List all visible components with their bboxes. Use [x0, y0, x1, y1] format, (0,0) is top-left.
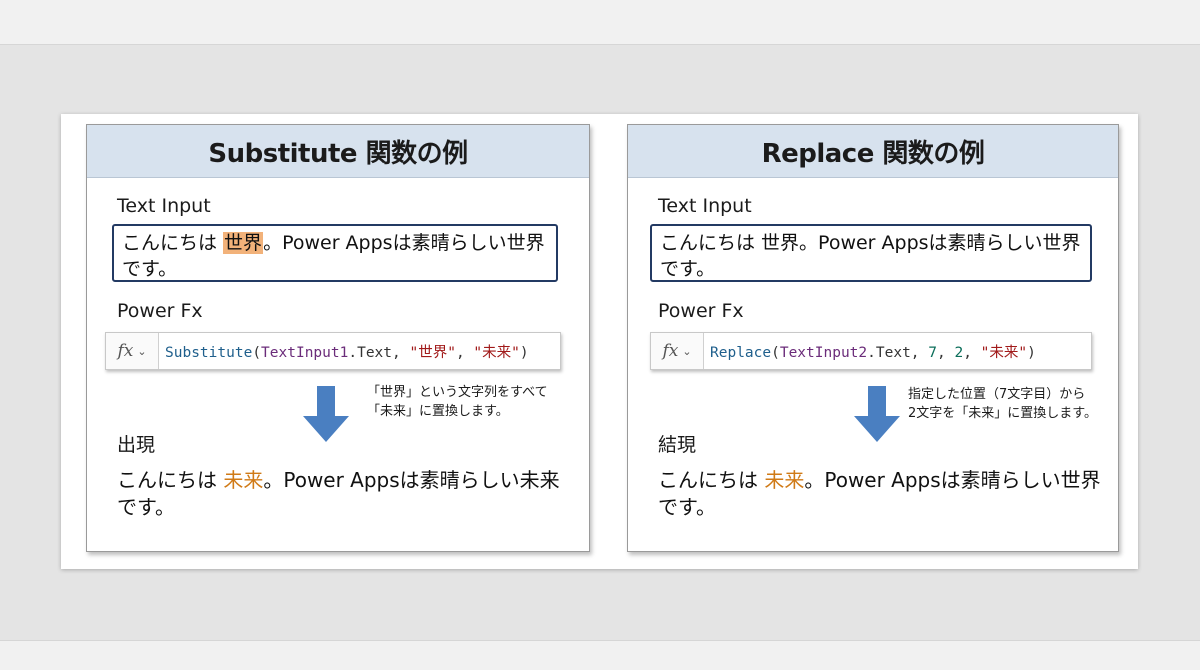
input-text-after: 。Power Appsは素晴らしい世界	[263, 232, 545, 254]
code-separator: ,	[455, 344, 474, 361]
result-text-before: こんにちは	[117, 468, 224, 492]
code-function: Substitute	[165, 344, 253, 361]
substitute-note: 「世界」という文字列をすべて 「未来」に置換します。	[367, 383, 548, 421]
arrow-down-icon	[303, 386, 349, 442]
code-identifier: TextInput1	[261, 344, 349, 361]
panel-title: Replace 関数の例	[628, 125, 1118, 178]
input-highlight-text: 世界	[223, 232, 264, 254]
bottom-band	[0, 640, 1200, 670]
note-line-2: 「未来」に置換します。	[367, 404, 509, 419]
input-text-line2: です。	[660, 258, 716, 280]
formula-input[interactable]: Replace(TextInput2.Text, 7, 2, "未来")	[704, 341, 1036, 362]
result-text-after: 。Power Appsは素晴らしい未来	[263, 468, 560, 492]
formula-input[interactable]: Substitute(TextInput1.Text, "世界", "未来")	[159, 341, 529, 362]
code-paren-close: )	[519, 344, 529, 361]
code-property: .Text,	[867, 344, 929, 361]
result-label: 出現	[117, 434, 156, 456]
input-text-before: こんにちは	[122, 232, 224, 254]
code-function: Replace	[710, 344, 772, 361]
result-label: 結現	[658, 434, 697, 456]
power-fx-label: Power Fx	[117, 300, 203, 322]
input-text-line2: です。	[122, 258, 178, 280]
code-paren-open: (	[771, 344, 780, 361]
slide-canvas: Substitute 関数の例 Text Input こんにちは 世界。Powe…	[61, 114, 1138, 569]
code-paren-close: )	[1027, 344, 1036, 361]
power-fx-label: Power Fx	[658, 300, 744, 322]
formula-bar: fx ⌄ Substitute(TextInput1.Text, "世界", "…	[105, 332, 561, 370]
chevron-down-icon: ⌄	[682, 344, 692, 358]
result-highlight-text: 未来	[764, 468, 805, 492]
code-paren-open: (	[252, 344, 262, 361]
formula-bar: fx ⌄ Replace(TextInput2.Text, 7, 2, "未来"…	[650, 332, 1092, 370]
code-length: 2	[954, 344, 964, 361]
top-band	[0, 0, 1200, 45]
code-arg-new: "未来"	[473, 344, 520, 361]
fx-icon: fx	[662, 341, 679, 361]
text-input-label: Text Input	[658, 195, 752, 217]
code-property: .Text,	[348, 344, 410, 361]
text-input-field[interactable]: こんにちは 世界。Power Appsは素晴らしい世界 です。	[112, 224, 558, 282]
result-text: こんにちは 未来。Power Appsは素晴らしい未来 です。	[117, 467, 560, 521]
result-text: こんにちは 未来。Power Appsは素晴らしい世界 です。	[658, 467, 1101, 521]
fx-dropdown-button[interactable]: fx ⌄	[106, 333, 159, 369]
replace-note: 指定した位置（7文字目）から 2文字を「未来」に置換します。	[908, 385, 1097, 423]
replace-example-panel: Replace 関数の例 Text Input こんにちは 世界。Power A…	[627, 124, 1119, 552]
arrow-down-icon	[854, 386, 900, 442]
text-input-label: Text Input	[117, 195, 211, 217]
result-text-after: 。Power Appsは素晴らしい世界	[804, 468, 1101, 492]
code-start-position: 7	[928, 344, 937, 361]
note-line-2: 2文字を「未来」に置換します。	[908, 406, 1097, 421]
code-arg-new: "未来"	[980, 344, 1028, 361]
fx-dropdown-button[interactable]: fx ⌄	[651, 333, 704, 369]
code-identifier: TextInput2	[779, 344, 868, 361]
result-text-line2: です。	[658, 495, 716, 519]
substitute-example-panel: Substitute 関数の例 Text Input こんにちは 世界。Powe…	[86, 124, 590, 552]
note-line-1: 指定した位置（7文字目）から	[908, 387, 1086, 402]
text-input-field[interactable]: こんにちは 世界。Power Appsは素晴らしい世界 です。	[650, 224, 1092, 282]
panel-title: Substitute 関数の例	[87, 125, 589, 178]
result-highlight-text: 未来	[223, 468, 264, 492]
result-text-line2: です。	[117, 495, 175, 519]
code-arg-old: "世界"	[409, 344, 456, 361]
input-text-line1: こんにちは 世界。Power Appsは素晴らしい世界	[660, 232, 1081, 254]
code-separator: ,	[963, 344, 981, 361]
code-separator: ,	[937, 344, 955, 361]
chevron-down-icon: ⌄	[137, 344, 147, 358]
note-line-1: 「世界」という文字列をすべて	[367, 385, 548, 400]
result-text-before: こんにちは	[658, 468, 765, 492]
fx-icon: fx	[117, 341, 134, 361]
